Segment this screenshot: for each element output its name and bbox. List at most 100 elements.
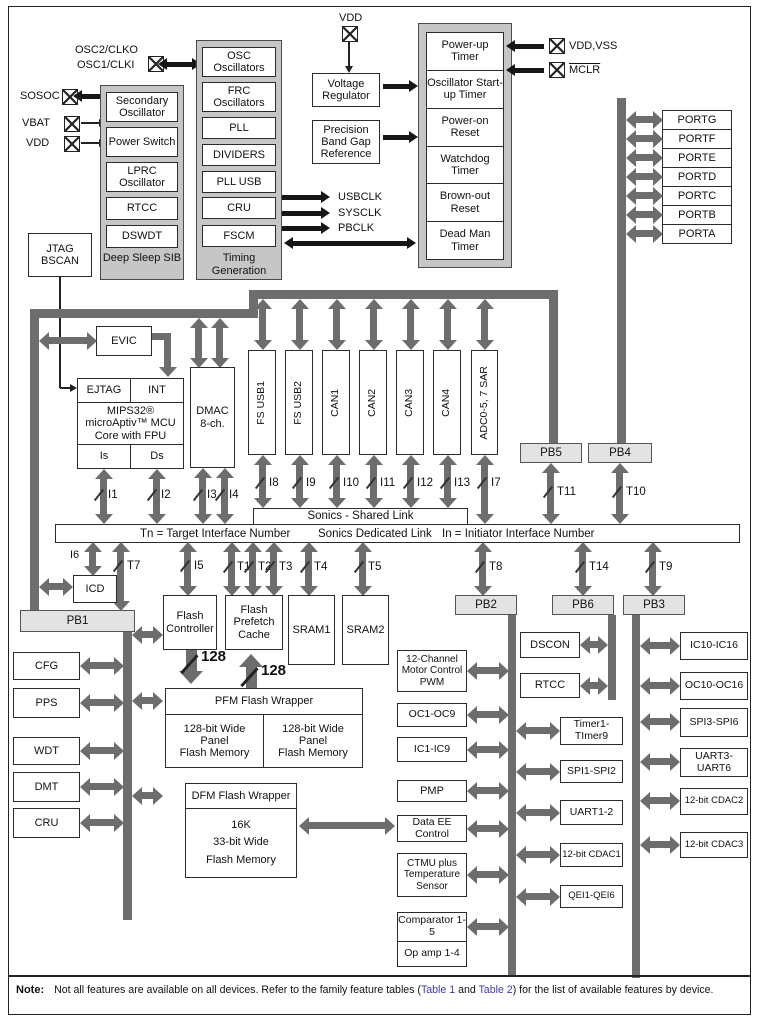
i8-arrow <box>253 455 272 508</box>
pfm-panel1-box: 128-bit Wide Panel Flash Memory <box>165 714 264 768</box>
cdac2-arrow <box>640 791 680 810</box>
i5-label: I5 <box>194 560 204 572</box>
adc-top-arrow <box>475 299 494 350</box>
i10-arrow <box>327 455 346 508</box>
sonics-shared-bar: Sonics - Shared Link <box>253 508 468 525</box>
bus-dfm-arrow <box>132 786 163 805</box>
cdac2-box: 12-bit CDAC2 <box>680 788 748 815</box>
portg-arrow <box>626 110 663 129</box>
t11-arrow <box>541 463 560 524</box>
t5-arrow <box>353 542 372 596</box>
lprc-oscillator-box: LPRC Oscillator <box>106 162 178 192</box>
comparator-box: Comparator 1-5 <box>397 912 467 942</box>
evic-int-arrow <box>158 333 177 377</box>
table2-link[interactable]: Table 2 <box>478 984 513 996</box>
i4-arrow <box>215 468 234 524</box>
t2-arrow <box>243 542 262 596</box>
pin-label-mclr: MCLR <box>569 64 601 76</box>
portb-arrow <box>626 205 663 224</box>
dscon-arrow <box>580 635 608 654</box>
cdac3-box: 12-bit CDAC3 <box>680 832 748 858</box>
timer1-9-box: Timer1-TImer9 <box>560 717 623 745</box>
pb2-box: PB2 <box>455 595 517 615</box>
vddvss-arrow <box>506 39 544 51</box>
pb3-bus <box>632 615 640 978</box>
ic1-ic9-box: IC1-IC9 <box>397 737 467 762</box>
t8-label: T8 <box>489 561 503 573</box>
ctmu-arrow <box>467 865 509 884</box>
i3-arrow <box>193 468 212 524</box>
sonics-dedicated-bar <box>55 524 740 543</box>
dfm-flash-wrapper-box: DFM Flash Wrapper <box>185 783 297 809</box>
portb-box: PORTB <box>662 205 732 225</box>
dmac-box: DMAC 8-ch. <box>190 367 235 468</box>
wdt-arrow <box>80 741 124 760</box>
porte-box: PORTE <box>662 148 732 168</box>
usbclk-arrow <box>282 190 330 202</box>
t9-arrow <box>643 542 662 596</box>
sysclk-arrow <box>282 206 330 218</box>
dmt-box: DMT <box>13 772 80 802</box>
watchdog-timer-box: Watchdog Timer <box>427 147 503 185</box>
i8-label: I8 <box>269 477 279 489</box>
regulator-to-resets-arrow <box>383 79 418 91</box>
cdac1-arrow <box>516 845 560 864</box>
i9-arrow <box>290 455 309 508</box>
i13-label: I13 <box>454 477 470 489</box>
page-border <box>8 6 751 1015</box>
sysclk-label: SYSCLK <box>338 207 382 219</box>
osc-startup-timer-box: Oscillator Start-up Timer <box>427 71 503 109</box>
bus-evic-arrow <box>39 331 97 350</box>
ds-box: Ds <box>130 444 184 469</box>
t9-label: T9 <box>659 561 673 573</box>
porta-arrow <box>626 224 663 243</box>
i7-label: I7 <box>491 477 501 489</box>
pin-label-vdd-top: VDD <box>339 12 363 24</box>
cru-reg-box: CRU <box>13 808 80 838</box>
top-bus-right <box>250 290 558 299</box>
portf-arrow <box>626 129 663 148</box>
portc-arrow <box>626 186 663 205</box>
i1-arrow <box>94 469 113 524</box>
oc10-16-box: OC10-OC16 <box>680 672 748 700</box>
pps-arrow <box>80 693 124 712</box>
t8-arrow <box>473 542 492 596</box>
t4-label: T4 <box>314 561 328 573</box>
core-name-line2: microAptiv™ MCU <box>85 417 176 430</box>
t4-arrow <box>299 542 318 596</box>
table1-link[interactable]: Table 1 <box>420 984 456 996</box>
vdd-left-pin-icon <box>64 136 80 152</box>
spi1-2-box: SPI1-SPI2 <box>560 760 623 783</box>
data-ee-arrow <box>467 819 509 838</box>
i12-label: I12 <box>417 477 433 489</box>
dead-man-timer-box: Dead Man Timer <box>439 228 491 253</box>
bus-icd-arrow <box>39 577 73 596</box>
vdd-regulator-arrow <box>345 42 352 73</box>
uart1-2-arrow <box>516 803 560 822</box>
left-bus <box>30 309 39 612</box>
comparator-arrow <box>467 917 509 936</box>
jtag-to-ejtag-arrow <box>60 384 77 391</box>
osc-oscillators-box: OSC Oscillators <box>202 47 276 77</box>
osc-bidir-arrow <box>158 57 201 69</box>
evic-box: EVIC <box>96 326 152 356</box>
fs-usb1-box: FS USB1 <box>248 350 276 455</box>
pb6-box: PB6 <box>552 595 614 615</box>
qei-box: QEI1-QEI6 <box>560 885 623 908</box>
pll-box: PLL <box>202 117 276 139</box>
porte-arrow <box>626 148 663 167</box>
i12-arrow <box>401 455 420 508</box>
uart3-6-arrow <box>640 752 680 771</box>
int-box: INT <box>130 378 184 403</box>
fsusb1-top-arrow <box>253 299 272 350</box>
t5-label: T5 <box>368 561 382 573</box>
dmt-arrow <box>80 777 124 796</box>
opamp-box: Op amp 1-4 <box>397 941 467 967</box>
tn-legend: Tn = Target Interface Number <box>140 528 291 540</box>
sonics-dedicated-label: Sonics Dedicated Link <box>318 528 432 540</box>
qei-arrow <box>516 887 560 906</box>
dividers-box: DIVIDERS <box>202 144 276 166</box>
ic10-16-box: IC10-IC16 <box>680 632 748 660</box>
cru-arrow <box>80 813 124 832</box>
